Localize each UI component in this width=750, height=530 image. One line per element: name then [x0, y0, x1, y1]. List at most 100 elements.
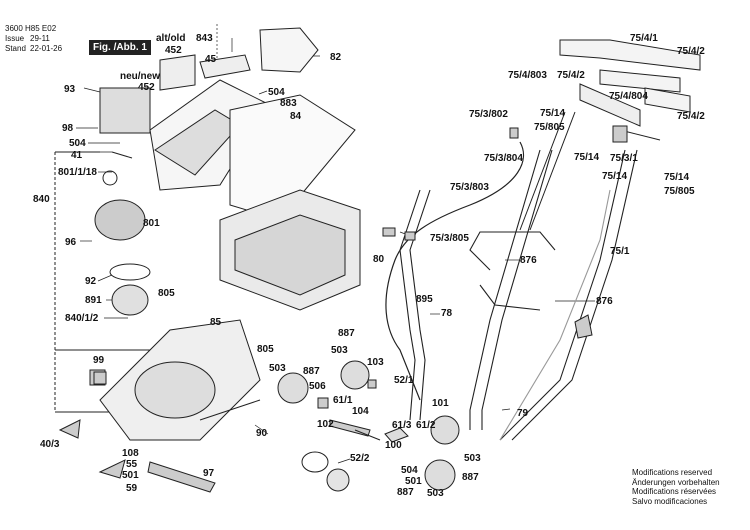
callout-78: 78 — [441, 308, 453, 319]
callout-887-c: 887 — [462, 472, 479, 483]
callout-75-14-c: 75/14 — [602, 171, 628, 182]
callout-887-d: 887 — [397, 487, 414, 498]
callout-887-b: 887 — [338, 328, 355, 339]
callout-452-old: 452 — [165, 45, 182, 56]
callout-75-3-802: 75/3/802 — [469, 109, 508, 120]
stand-label: Stand — [5, 44, 26, 53]
callout-55: 55 — [126, 459, 138, 470]
drawing-code: 3600 H85 E02 — [5, 24, 57, 33]
callout-102: 102 — [317, 419, 334, 430]
callout-85: 85 — [210, 317, 222, 328]
callout-75-4-2-b: 75/4/2 — [557, 70, 585, 81]
motor-parts — [94, 87, 151, 316]
note-en: Modifications reserved — [632, 468, 713, 477]
callout-75-4-2-a: 75/4/2 — [677, 46, 705, 57]
callout-75-4-1: 75/4/1 — [630, 33, 658, 44]
callout-501-b: 501 — [405, 476, 422, 487]
callout-883: 883 — [280, 98, 297, 109]
callout-504-top: 504 — [268, 87, 285, 98]
callout-75-3-805: 75/3/805 — [430, 233, 469, 244]
small-parts — [93, 125, 628, 385]
callout-80: 80 — [373, 254, 385, 265]
callout-84: 84 — [290, 111, 302, 122]
callout-75-14-a: 75/14 — [540, 108, 566, 119]
callout-504-left: 504 — [69, 138, 86, 149]
callout-876-a: 876 — [520, 255, 537, 266]
callout-104: 104 — [352, 406, 369, 417]
callout-801: 801 — [143, 218, 160, 229]
wheels — [277, 360, 460, 492]
callout-503-b: 503 — [331, 345, 348, 356]
callout-103: 103 — [367, 357, 384, 368]
callout-503-d: 503 — [427, 488, 444, 499]
callout-82: 82 — [330, 52, 342, 63]
stand-value: 22-01-26 — [30, 44, 63, 53]
callout-45: 45 — [205, 54, 217, 65]
callout-840: 840 — [33, 194, 50, 205]
callout-506: 506 — [309, 381, 326, 392]
callout-61-1: 61/1 — [333, 395, 353, 406]
callout-801-1-18: 801/1/18 — [58, 167, 97, 178]
callout-503-c: 503 — [464, 453, 481, 464]
callout-61-3: 61/3 — [392, 420, 412, 431]
top-cover — [149, 27, 356, 221]
issue-value: 29-11 — [30, 34, 50, 43]
callout-97: 97 — [203, 468, 215, 479]
callout-99: 99 — [93, 355, 105, 366]
callout-452-new: 452 — [138, 82, 155, 93]
callout-75-3-1: 75/3/1 — [610, 153, 638, 164]
note-fr: Modifications réservées — [632, 487, 717, 496]
callout-100: 100 — [385, 440, 402, 451]
callout-52-1: 52/1 — [394, 375, 414, 386]
callout-90: 90 — [256, 428, 268, 439]
callout-887-a: 887 — [303, 366, 320, 377]
callout-92: 92 — [85, 276, 97, 287]
handle-tubes — [399, 149, 638, 441]
callout-96: 96 — [65, 237, 77, 248]
callout-876-b: 876 — [596, 296, 613, 307]
handle-bar-top — [519, 39, 701, 231]
callout-108: 108 — [122, 448, 139, 459]
callout-75-3-804: 75/3/804 — [484, 153, 523, 164]
callout-75-1: 75/1 — [610, 246, 630, 257]
callout-101: 101 — [432, 398, 449, 409]
callout-alt-old: alt/old — [156, 33, 186, 44]
note-es: Salvo modificaciones — [632, 496, 708, 506]
callout-41: 41 — [71, 150, 83, 161]
grass-box — [219, 189, 361, 311]
callout-75-805-a: 75/805 — [534, 122, 565, 133]
callout-75-805-b: 75/805 — [664, 186, 695, 197]
callout-neu-new: neu/new — [120, 71, 161, 82]
figure-badge: Fig. /Abb. 1 — [89, 40, 151, 55]
issue-label: Issue — [5, 34, 25, 43]
callout-93: 93 — [64, 84, 76, 95]
callout-75-3-803: 75/3/803 — [450, 182, 489, 193]
callout-504-bottom: 504 — [401, 465, 418, 476]
callout-805-b: 805 — [257, 344, 274, 355]
callout-75-4-804: 75/4/804 — [609, 91, 648, 102]
callout-59: 59 — [126, 483, 138, 494]
callout-75-14-b: 75/14 — [574, 152, 600, 163]
callout-61-2: 61/2 — [416, 420, 436, 431]
callout-79: 79 — [517, 408, 529, 419]
callout-52-2: 52/2 — [350, 453, 370, 464]
callout-75-4-2-c: 75/4/2 — [677, 111, 705, 122]
modifications-notes: Modifications reserved Änderungen vorbeh… — [632, 468, 720, 506]
callout-75-4-803: 75/4/803 — [508, 70, 547, 81]
mower-chassis — [58, 319, 261, 493]
callout-840-1-2: 840/1/2 — [65, 313, 99, 324]
callout-805-a: 805 — [158, 288, 175, 299]
callout-843: 843 — [196, 33, 213, 44]
callout-895: 895 — [416, 294, 433, 305]
callout-75-14-d: 75/14 — [664, 172, 690, 183]
callout-503-a: 503 — [269, 363, 286, 374]
callout-98: 98 — [62, 123, 74, 134]
note-de: Änderungen vorbehalten — [632, 477, 720, 487]
callout-891: 891 — [85, 295, 102, 306]
cable — [385, 141, 524, 401]
callout-40-3: 40/3 — [40, 439, 60, 450]
height-adjust-parts — [317, 379, 409, 443]
callout-501-a: 501 — [122, 470, 139, 481]
